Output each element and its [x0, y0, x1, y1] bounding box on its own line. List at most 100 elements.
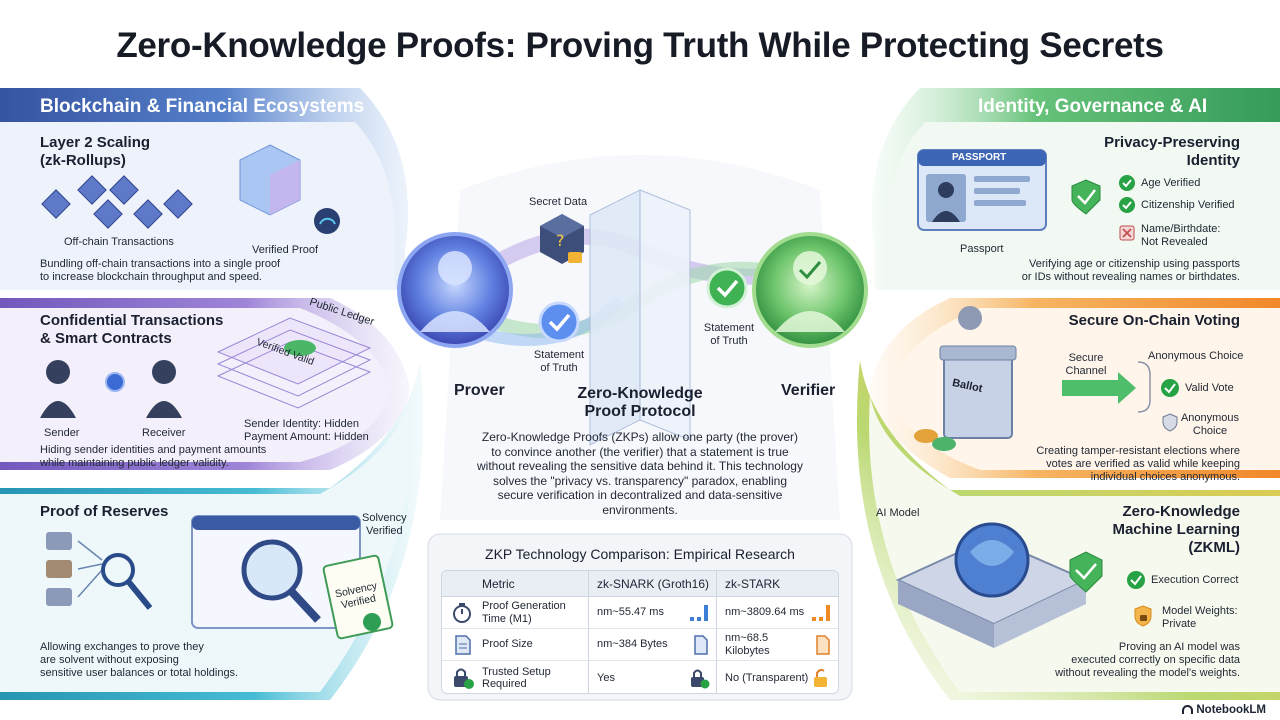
sender-identity-hidden: Sender Identity: Hidden — [244, 418, 359, 430]
table-row: Proof Size nm~384 Bytes nm~68.5 Kilobyte… — [442, 628, 838, 661]
stark-cell: No (Transparent) — [716, 661, 838, 693]
zkml-title-line1: Zero-Knowledge — [1122, 503, 1240, 520]
layer2-desc-line1: Bundling off-chain transactions into a s… — [40, 258, 281, 270]
model-weights-private: Model Weights: Private — [1162, 605, 1238, 631]
channel-line1: Secure — [1068, 352, 1104, 364]
zkml-title: Zero-Knowledge Machine Learning (ZKML) — [1040, 503, 1240, 557]
layer2-description: Bundling off-chain transactions into a s… — [40, 258, 280, 284]
identity-title-line1: Privacy-Preserving — [1104, 134, 1240, 151]
table-header-row: Metric zk-SNARK (Groth16) zk-STARK — [442, 571, 838, 597]
page-title: Zero-Knowledge Proofs: Proving Truth Whi… — [116, 26, 1164, 65]
zkml-desc-line2: executed correctly on specific data — [1071, 654, 1240, 666]
svg-text:?: ? — [556, 231, 565, 250]
identity-desc-line1: Verifying age or citizenship using passp… — [1029, 258, 1240, 270]
verified-proof-label: Verified Proof — [252, 244, 319, 256]
protocol-title: Zero-Knowledge Proof Protocol — [540, 385, 740, 421]
payment-amount-hidden: Payment Amount: Hidden — [244, 431, 369, 443]
zkp-description: Zero-Knowledge Proofs (ZKPs) allow one p… — [462, 430, 818, 517]
reserves-desc-line3: sensitive user balances or total holding… — [40, 667, 239, 679]
zkp-desc-line: Zero-Knowledge Proofs (ZKPs) allow one p… — [481, 430, 799, 444]
hidden-line1: Name/Birthdate: — [1141, 223, 1221, 235]
protocol-title-line1: Zero-Knowledge — [577, 385, 703, 402]
zkml-desc-line3: without revealing the model's weights. — [1055, 667, 1240, 679]
reserves-title: Proof of Reserves — [40, 503, 169, 520]
identity-description: Verifying age or citizenship using passp… — [1000, 258, 1240, 284]
identity-desc-line2: or IDs without revealing names or birthd… — [1021, 271, 1240, 283]
locked-icon — [691, 669, 710, 689]
statement-left-label: Statement of Truth — [522, 349, 596, 375]
voting-desc-line2: votes are verified as valid while keepin… — [1046, 458, 1240, 470]
protocol-title-line2: Proof Protocol — [584, 403, 696, 420]
layer2-desc-line2: to increase blockchain throughput and sp… — [40, 271, 262, 283]
age-verified: Age Verified — [1141, 177, 1201, 189]
comparison-table: Metric zk-SNARK (Groth16) zk-STARK Proof… — [441, 570, 839, 694]
tall-bar-icon — [812, 604, 830, 621]
small-bar-icon — [690, 604, 708, 621]
solvency-verified-label: Solvency Verified — [362, 512, 407, 538]
ai-model-label: AI Model — [876, 507, 920, 519]
stark-cell: nm~68.5 Kilobytes — [716, 628, 838, 661]
header-stark: zk-STARK — [716, 571, 838, 597]
prover-label: Prover — [454, 382, 505, 399]
reserves-desc-line2: are solvent without exposing — [40, 654, 179, 666]
unlocked-icon — [814, 668, 827, 687]
sender-label: Sender — [44, 427, 80, 439]
stark-value: nm~3809.64 ms — [725, 606, 805, 619]
passport-caption: Passport — [960, 243, 1004, 255]
secret-data-label: Secret Data — [529, 196, 588, 208]
metric-line1: Proof Generation — [482, 600, 566, 612]
zkp-desc-line: secure verification in decontralized and… — [497, 488, 783, 502]
receiver-label: Receiver — [142, 427, 186, 439]
document-icon — [455, 634, 471, 655]
hidden-line2: Not Revealed — [1141, 236, 1208, 248]
stark-value: No (Transparent) — [725, 671, 809, 684]
layer2-title-line1: Layer 2 Scaling — [40, 134, 151, 151]
metric-line1: Proof Size — [482, 638, 533, 651]
right-section-header: Identity, Governance & AI — [978, 96, 1208, 117]
zkml-title-line3: (ZKML) — [1188, 539, 1240, 556]
statement-left-line1: Statement — [533, 349, 585, 361]
anon2-line1: Anonymous — [1180, 412, 1240, 424]
hidden-x-icon — [1119, 225, 1135, 241]
check-circle-icon — [1119, 197, 1135, 213]
statement-right-label: Statement of Truth — [692, 322, 766, 348]
comparison-title: ZKP Technology Comparison: Empirical Res… — [485, 546, 795, 562]
snark-cell: nm~55.47 ms — [588, 596, 716, 629]
channel-line2: Channel — [1065, 365, 1107, 377]
voting-description: Creating tamper-resistant elections wher… — [1000, 445, 1240, 484]
header-snark: zk-SNARK (Groth16) — [588, 571, 716, 597]
layer2-title-line2: (zk-Rollups) — [40, 152, 126, 169]
name-birthdate-hidden: Name/Birthdate: Not Revealed — [1141, 223, 1220, 249]
snark-value: nm~384 Bytes — [597, 638, 668, 651]
left-section-header: Blockchain & Financial Ecosystems — [40, 96, 365, 117]
solvency-line1: Solvency — [362, 512, 407, 524]
voting-desc-line1: Creating tamper-resistant elections wher… — [1036, 445, 1240, 457]
metric-line2: Time (M1) — [482, 612, 532, 625]
valid-vote: Valid Vote — [1185, 382, 1234, 394]
solvency-line2: Verified — [365, 525, 403, 537]
metric-cell: Proof Size — [442, 633, 588, 657]
reserves-desc-line1: Allowing exchanges to prove they — [40, 641, 204, 653]
statement-right-line2: of Truth — [710, 335, 748, 347]
confidential-desc-line2: while maintaining public ledger validity… — [40, 457, 229, 469]
statement-left-line2: of Truth — [540, 362, 578, 374]
check-circle-icon — [1119, 175, 1135, 191]
passport-header: PASSPORT — [952, 152, 1007, 163]
check-circle-icon — [1127, 571, 1145, 589]
weights-line2: Private — [1162, 618, 1197, 630]
execution-correct: Execution Correct — [1151, 574, 1239, 586]
brand-text: NotebookLM — [1196, 704, 1266, 716]
confidential-title: Confidential Transactions & Smart Contra… — [40, 312, 223, 348]
check-circle-icon — [1161, 379, 1179, 397]
notebook-icon — [1182, 705, 1194, 715]
hidden-values: Sender Identity: Hidden Payment Amount: … — [244, 418, 369, 444]
stark-cell: nm~3809.64 ms — [716, 596, 838, 629]
shield-lock-icon — [1134, 605, 1152, 627]
stopwatch-icon — [453, 602, 471, 623]
statement-right-line1: Statement — [703, 322, 755, 334]
